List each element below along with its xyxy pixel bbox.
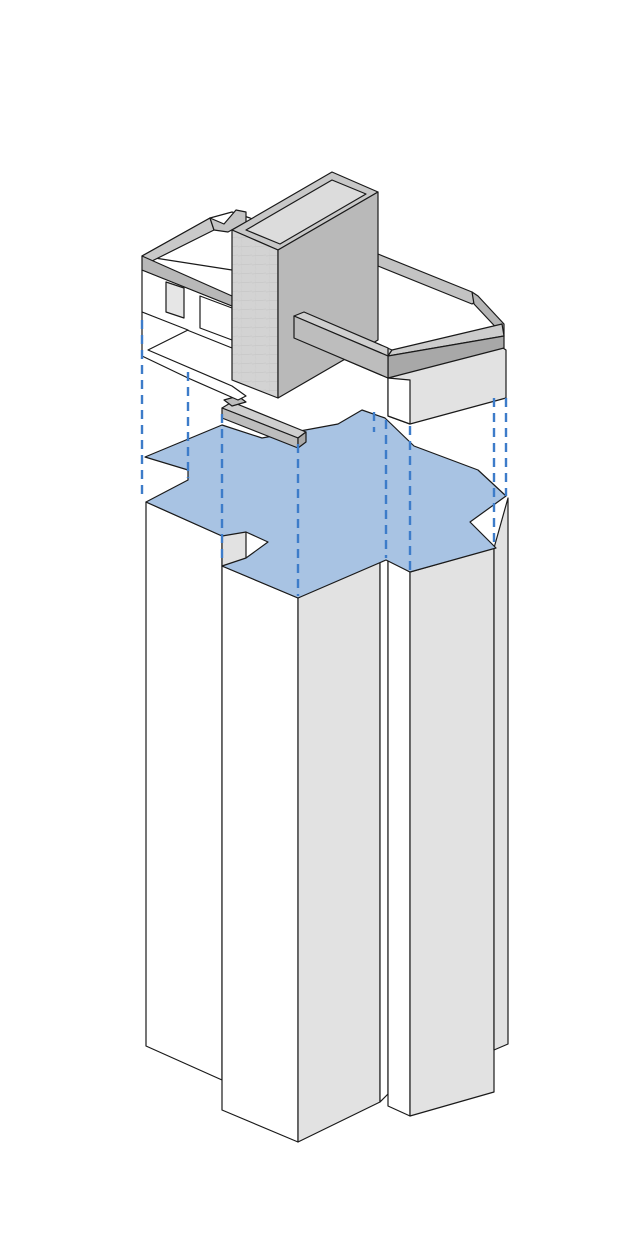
tower-right-column-left-face: [387, 559, 411, 1117]
crown-left-wall-shade: [165, 281, 185, 319]
concrete-core-left-face: [231, 229, 279, 399]
projection-lines: [140, 320, 508, 596]
floor-plate: [144, 409, 507, 599]
crown-level: [141, 171, 507, 425]
tower-front-right-face: [297, 555, 381, 1143]
parapet-fragment: [221, 395, 307, 449]
tower-right-column-right-face: [409, 547, 495, 1117]
crown-right-parapet-front-overlap-face: [293, 315, 389, 379]
concrete-core-top-opening: [245, 179, 367, 245]
tower-far-right-sliver: [493, 497, 509, 1051]
tower-body: [145, 497, 509, 1143]
tower-front-left-face: [221, 565, 299, 1143]
tower-center-recess: [379, 555, 389, 1103]
tower-back-left-column: [145, 501, 223, 1081]
crown-left-slab: [141, 311, 247, 401]
crown-right-wall-front: [387, 377, 411, 425]
